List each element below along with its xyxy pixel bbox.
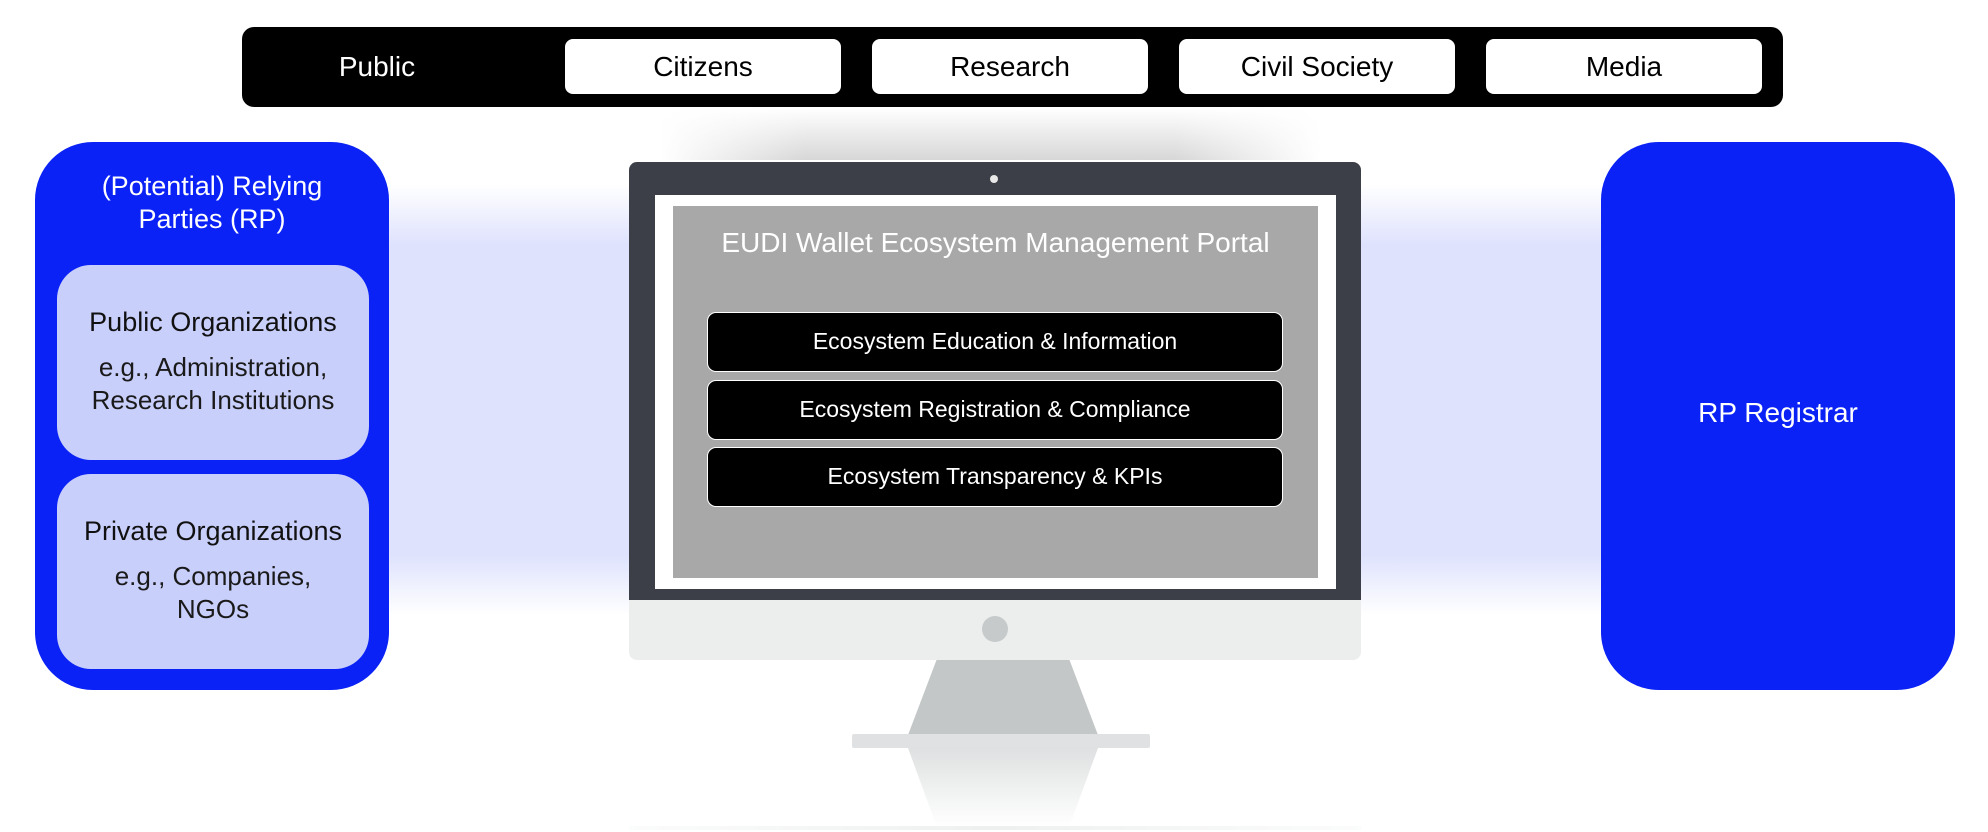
tab-research[interactable]: Research bbox=[872, 39, 1148, 94]
private-organizations-examples: e.g., Companies, NGOs bbox=[57, 560, 369, 626]
education-information-button[interactable]: Ecosystem Education & Information bbox=[707, 312, 1283, 372]
camera-icon bbox=[990, 175, 998, 183]
private-organizations-examples-line1: e.g., Companies, bbox=[114, 561, 312, 591]
relying-parties-title-line2: Parties (RP) bbox=[138, 204, 286, 234]
public-bar: Public Citizens Research Civil Society M… bbox=[242, 27, 1783, 107]
relying-parties-title-line1: (Potential) Relying bbox=[101, 171, 323, 201]
monitor-stand bbox=[908, 660, 1098, 735]
relying-parties-title: (Potential) Relying Parties (RP) bbox=[35, 170, 389, 236]
public-organizations-title: Public Organizations bbox=[89, 307, 337, 337]
public-organizations-card: Public Organizations e.g., Administratio… bbox=[57, 265, 369, 460]
portal-window: EUDI Wallet Ecosystem Management Portal … bbox=[673, 206, 1318, 578]
public-organizations-examples-line1: e.g., Administration, bbox=[98, 352, 328, 382]
tab-citizens[interactable]: Citizens bbox=[565, 39, 841, 94]
monitor-stand-base bbox=[852, 734, 1150, 748]
private-organizations-title: Private Organizations bbox=[83, 516, 343, 546]
monitor-screen: EUDI Wallet Ecosystem Management Portal … bbox=[655, 195, 1336, 589]
monitor: EUDI Wallet Ecosystem Management Portal … bbox=[629, 162, 1361, 600]
floor-reflection bbox=[629, 826, 1361, 830]
portal-title: EUDI Wallet Ecosystem Management Portal bbox=[721, 227, 1270, 258]
private-organizations-examples-line2: NGOs bbox=[176, 594, 250, 624]
monitor-reflection bbox=[908, 748, 1098, 826]
power-button-icon bbox=[982, 616, 1008, 642]
public-label: Public bbox=[338, 51, 416, 82]
public-organizations-examples-line2: Research Institutions bbox=[91, 385, 335, 415]
transparency-kpis-button[interactable]: Ecosystem Transparency & KPIs bbox=[707, 447, 1283, 507]
registration-compliance-button[interactable]: Ecosystem Registration & Compliance bbox=[707, 380, 1283, 440]
public-organizations-examples: e.g., Administration, Research Instituti… bbox=[57, 351, 369, 417]
tab-civil-society[interactable]: Civil Society bbox=[1179, 39, 1455, 94]
rp-registrar-box: RP Registrar bbox=[1601, 142, 1955, 690]
rp-registrar-label: RP Registrar bbox=[1698, 397, 1858, 428]
spotlight-glow bbox=[660, 108, 1320, 160]
monitor-chin bbox=[629, 600, 1361, 660]
private-organizations-card: Private Organizations e.g., Companies, N… bbox=[57, 474, 369, 669]
tab-media[interactable]: Media bbox=[1486, 39, 1762, 94]
relying-parties-box: (Potential) Relying Parties (RP) Public … bbox=[35, 142, 389, 690]
